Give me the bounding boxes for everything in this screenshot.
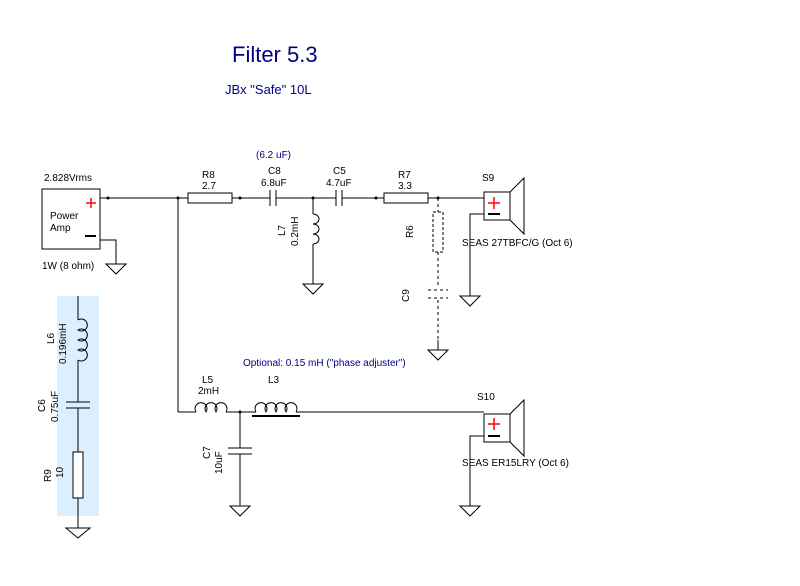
c8-ref: C8 (268, 166, 281, 177)
l6-inductor (77, 318, 88, 362)
l7-inductor (312, 213, 320, 245)
ground-icon (458, 295, 482, 307)
l6-value: 0.196mH (58, 323, 69, 364)
ground-icon (426, 349, 450, 361)
speaker-s10: S10 SEAS ER15LRY (Oct 6) (462, 392, 569, 469)
ground-icon (64, 527, 92, 539)
l3-ref: L3 (268, 375, 280, 386)
l6-ref: L6 (46, 332, 57, 344)
r9-ref: R9 (43, 469, 54, 482)
l5-ref: L5 (202, 375, 214, 386)
s10-ref: S10 (477, 392, 495, 403)
r6-ref: R6 (405, 225, 416, 238)
c5-value: 4.7uF (326, 178, 352, 189)
r8-resistor (187, 192, 233, 204)
amp-power: 1W (8 ohm) (42, 261, 94, 272)
amp-ground-wire (100, 239, 117, 264)
s10-magnet (483, 413, 511, 443)
s9-magnet (483, 191, 511, 221)
l7-value: 0.2mH (290, 217, 301, 246)
r6-resistor (432, 211, 444, 253)
r8-ref: R8 (202, 170, 215, 181)
amp-name-line2: Amp (50, 223, 71, 234)
power-amp: Power Amp 2.828Vrms 1W (8 ohm) (41, 173, 101, 272)
r7-ref: R7 (398, 170, 411, 181)
amp-voltage: 2.828Vrms (44, 173, 92, 184)
c6-value: 0.75uF (50, 391, 61, 422)
c9-ref: C9 (401, 289, 412, 302)
s10-cone-icon (509, 398, 525, 458)
c8-note: (6.2 uF) (256, 150, 291, 161)
c6-ref: C6 (37, 399, 48, 412)
s10-model: SEAS ER15LRY (Oct 6) (462, 458, 569, 469)
page-subtitle: JBx "Safe" 10L (225, 82, 312, 97)
l5-inductor (194, 402, 228, 413)
page-title: Filter 5.3 (232, 42, 318, 67)
amp-name-line1: Power (50, 211, 79, 222)
ground-icon (228, 505, 252, 517)
s9-cone-icon (509, 176, 525, 236)
l3-note: Optional: 0.15 mH ("phase adjuster") (243, 358, 406, 369)
r8-value: 2.7 (202, 181, 216, 192)
r7-resistor (383, 192, 429, 204)
l5-value: 2mH (198, 386, 219, 397)
r9-resistor (72, 451, 84, 499)
ground-icon (458, 505, 482, 517)
s9-ref: S9 (482, 173, 495, 184)
speaker-s9: S9 SEAS 27TBFC/G (Oct 6) (462, 173, 573, 249)
r7-value: 3.3 (398, 181, 412, 192)
s9-model: SEAS 27TBFC/G (Oct 6) (462, 238, 573, 249)
l3-inductor (254, 402, 298, 413)
ground-icon (301, 283, 325, 295)
r9-value: 10 (55, 466, 66, 478)
c5-ref: C5 (333, 166, 346, 177)
c8-value: 6.8uF (261, 178, 287, 189)
c7-value: 10uF (214, 451, 225, 474)
ground-icon (104, 263, 128, 275)
l7-ref: L7 (277, 224, 288, 236)
c7-ref: C7 (202, 446, 213, 459)
